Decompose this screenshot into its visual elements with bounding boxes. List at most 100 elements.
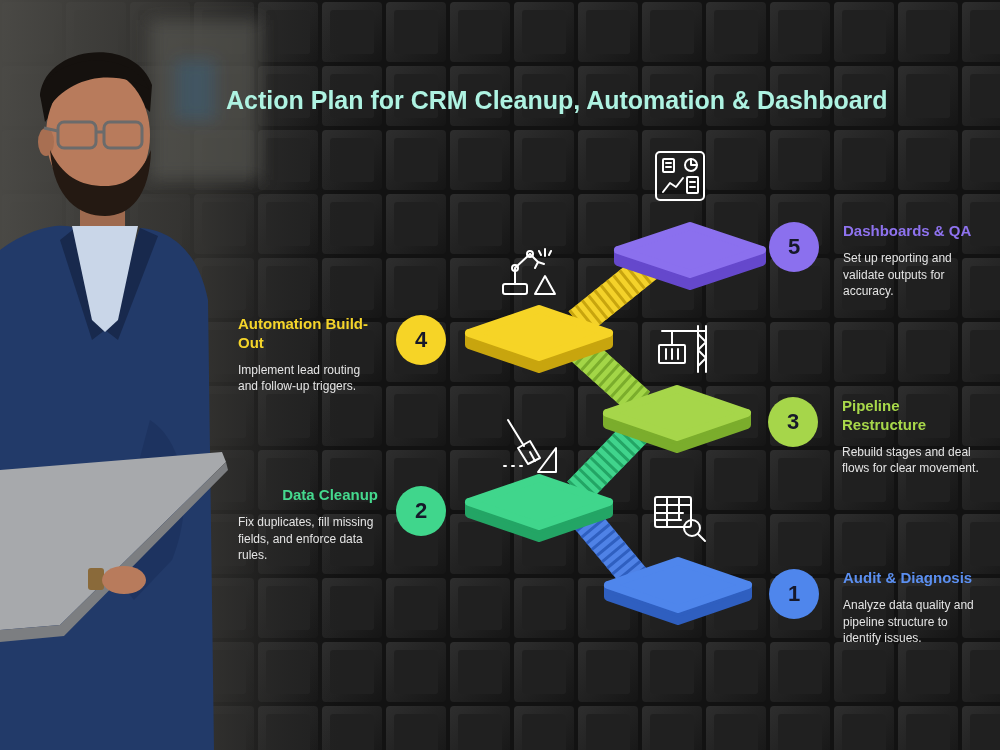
dashboard-icon-part: [656, 152, 704, 200]
crane-icon: [659, 326, 706, 372]
person-illustration-part: [0, 462, 228, 642]
dashboard-icon-part: [690, 186, 695, 188]
step-number: 1: [788, 583, 800, 605]
person-illustration-part: [44, 128, 58, 131]
broom-icon-part: [518, 441, 540, 464]
platform-part: [469, 309, 609, 357]
platform: [469, 309, 609, 369]
person-illustration-part: [104, 122, 142, 148]
step-number: 2: [415, 500, 427, 522]
stair-flight-part: [578, 265, 650, 323]
step-text-column: Audit & DiagnosisAnalyze data quality an…: [843, 569, 983, 647]
robot-arm-icon-part: [539, 251, 541, 255]
diagram-title: Action Plan for CRM Cleanup, Automation …: [226, 86, 888, 115]
crane-icon-part: [662, 330, 706, 332]
step-number: 4: [415, 329, 427, 351]
crane-icon-part: [659, 345, 685, 363]
stair-flight: [578, 265, 650, 323]
staircase: [469, 226, 762, 621]
table-search-icon: [655, 497, 705, 541]
crane-icon-part: [671, 331, 673, 344]
broom-icon-part: [530, 452, 535, 461]
step-description: Analyze data quality and pipeline struct…: [843, 597, 983, 647]
step-description: Set up reporting and validate outputs fo…: [843, 250, 983, 300]
platform-part: [607, 389, 747, 437]
person-illustration: [0, 52, 228, 750]
step-text-column: Pipeline RestructureRebuild stages and d…: [842, 397, 982, 477]
stair-flight: [578, 428, 640, 492]
table-search-icon-part: [678, 497, 680, 520]
dashboard-icon-part: [666, 162, 671, 164]
broom-icon: [504, 420, 556, 472]
stair-flight-part: [578, 265, 650, 323]
step-circle-shape: [396, 315, 446, 365]
crane-icon-part: [671, 349, 673, 359]
step-icons: [503, 152, 706, 541]
crane-icon-part: [698, 334, 706, 366]
step-number: 3: [787, 411, 799, 433]
step-node: 5Dashboards & QASet up reporting and val…: [769, 222, 819, 272]
person-illustration-part: [88, 568, 104, 590]
person-illustration-part: [102, 566, 146, 594]
robot-arm-icon-part: [544, 249, 546, 256]
person-illustration-part: [38, 128, 54, 156]
dashboard-icon-part: [663, 178, 683, 192]
table-search-icon-part: [698, 534, 705, 541]
platform: [618, 226, 762, 286]
step-circle-shape: [769, 569, 819, 619]
broom-icon-part: [520, 465, 522, 467]
step-description: Rebuild stages and deal flows for clear …: [842, 444, 982, 478]
step-circle-shape: [768, 397, 818, 447]
robot-arm-icon-part: [530, 254, 544, 268]
robot-arm-icon-part: [549, 251, 551, 255]
step-circle-shape: [396, 486, 446, 536]
crane-icon-part: [677, 349, 679, 359]
step-heading: Audit & Diagnosis: [843, 569, 983, 588]
stair-flight-part: [578, 428, 640, 492]
step-heading: Data Cleanup: [238, 486, 378, 505]
person-illustration-part: [50, 150, 151, 216]
stair-flight-part: [578, 428, 640, 492]
person-illustration-part: [40, 60, 150, 112]
broom-icon-part: [538, 448, 556, 472]
step-text-column: Dashboards & QA Set up reporting and vali…: [843, 222, 983, 300]
person-illustration-part: [58, 122, 96, 148]
step-heading: Pipeline Restructure: [842, 397, 982, 435]
blurred-shelves-part: [175, 60, 215, 120]
robot-arm-icon-part: [535, 276, 555, 294]
step-node: 3Pipeline RestructureRebuild stages and …: [768, 397, 818, 447]
dashboard-icon-part: [685, 159, 697, 171]
platform-part: [618, 226, 762, 274]
platform: [607, 389, 747, 449]
robot-arm-icon: [503, 249, 555, 294]
broom-icon-part: [512, 465, 514, 467]
step-circle-shape: [769, 222, 819, 272]
step-description: Fix duplicates, fill missing fields, and…: [238, 514, 378, 564]
dashboard-icon-part: [687, 177, 698, 193]
dashboard-icon-part: [666, 166, 671, 168]
broom-icon-part: [508, 420, 524, 446]
step-heading: Dashboards & QA: [843, 222, 983, 241]
platform: [469, 478, 609, 538]
step-text-column: Automation Build-OutImplement lead routi…: [238, 315, 378, 395]
step-node: 1Audit & DiagnosisAnalyze data quality a…: [769, 569, 819, 619]
broom-icon-part: [504, 465, 506, 467]
person-illustration-part: [72, 226, 138, 332]
person-illustration-part: [0, 452, 226, 630]
dashboard-icon-part: [690, 181, 695, 183]
step-node: 4Automation Build-OutImplement lead rout…: [396, 315, 446, 365]
step-text-column: Data CleanupFix duplicates, fill missing…: [238, 486, 378, 564]
person-illustration-part: [96, 131, 104, 134]
platform: [608, 561, 748, 621]
step-heading: Automation Build-Out: [238, 315, 378, 353]
robot-arm-icon-part: [503, 284, 527, 294]
platform-part: [608, 561, 748, 609]
dashboard-icon-part: [691, 159, 697, 165]
dashboard-icon-part: [663, 159, 674, 172]
dashboard-icon: [656, 152, 704, 200]
step-number: 5: [788, 236, 800, 258]
step-description: Implement lead routing and follow-up tri…: [238, 362, 378, 396]
table-search-icon-part: [655, 504, 691, 506]
